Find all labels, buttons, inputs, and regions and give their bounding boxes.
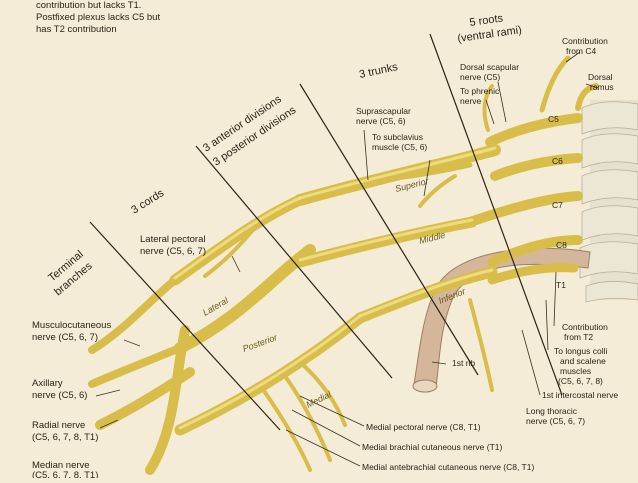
cord-label-posterior: Posterior — [241, 332, 279, 354]
label-subclavius-2: muscle (C5, 6) — [372, 142, 427, 152]
top-note: contribution but lacks T1. Postfixed ple… — [36, 0, 160, 35]
root-label-c6: C6 — [552, 156, 563, 166]
label-phrenic-2: nerve — [460, 96, 482, 106]
header-roots-2: (ventral rami) — [457, 24, 523, 45]
label-radial-1: Radial nerve — [32, 420, 85, 431]
label-median-1: Median nerve — [32, 460, 90, 471]
label-musculocutaneous-1: Musculocutaneous — [32, 320, 111, 331]
annotation-labels: Contribution from C4 Dorsal ramus Dorsal… — [32, 36, 618, 481]
top-note-line-3: has T2 contribution — [36, 24, 117, 35]
label-phrenic-1: To phrenic — [460, 86, 500, 96]
label-radial-2: (C5, 6, 7, 8, T1) — [32, 432, 98, 443]
header-trunks: 3 trunks — [358, 61, 399, 81]
label-suprascapular-1: Suprascapular — [356, 106, 411, 116]
label-longus-3: muscles — [560, 366, 591, 376]
vertebral-column — [579, 100, 638, 303]
label-c4-1: Contribution — [562, 36, 608, 46]
label-longus-4: (C5, 6, 7, 8) — [558, 376, 603, 386]
label-dorsal-ramus-2: ramus — [590, 82, 614, 92]
label-subclavius-1: To subclavius — [372, 132, 423, 142]
cord-label-medial: Medial — [304, 389, 333, 410]
label-median-2: (C5, 6, 7, 8, T1) — [32, 470, 98, 478]
label-longus-2: and scalene — [560, 356, 606, 366]
header-cords: 3 cords — [129, 187, 166, 217]
label-long-thoracic-1: Long thoracic — [526, 406, 578, 416]
label-medial-antebrachial: Medial antebrachial cutaneous nerve (C8,… — [362, 462, 534, 472]
root-label-c8: C8 — [556, 240, 567, 250]
label-lateral-pectoral-1: Lateral pectoral — [140, 234, 205, 245]
label-c4-2: from C4 — [566, 46, 597, 56]
nerve-paths — [88, 55, 599, 475]
label-dorsal-scapular-2: nerve (C5) — [460, 72, 500, 82]
label-first-rib: 1st rib — [452, 358, 475, 368]
label-medial-brachial: Medial brachial cutaneous nerve (T1) — [362, 442, 502, 452]
label-t2-2: from T2 — [564, 332, 593, 342]
header-roots-1: 5 roots — [469, 12, 504, 29]
root-labels: C5 C6 C7 C8 T1 — [548, 114, 567, 290]
label-long-thoracic-2: nerve (C5, 6, 7) — [526, 416, 585, 426]
label-medial-pectoral: Medial pectoral nerve (C8, T1) — [366, 422, 481, 432]
label-suprascapular-2: nerve (C5, 6) — [356, 116, 406, 126]
top-note-line-1: contribution but lacks T1. — [36, 0, 141, 11]
root-label-c5: C5 — [548, 114, 559, 124]
root-label-c7: C7 — [552, 200, 563, 210]
region-divider-lines — [89, 33, 563, 431]
label-longus-1: To longus colli — [554, 346, 608, 356]
label-axillary-1: Axillary — [32, 378, 63, 389]
top-note-line-2: Postfixed plexus lacks C5 but — [36, 12, 160, 23]
label-dorsal-ramus-1: Dorsal — [588, 72, 613, 82]
label-t2-1: Contribution — [562, 322, 608, 332]
label-axillary-2: nerve (C5, 6) — [32, 390, 87, 401]
label-dorsal-scapular-1: Dorsal scapular — [460, 62, 519, 72]
label-intercostal: 1st intercostal nerve — [542, 390, 618, 400]
leader-lines — [95, 51, 599, 467]
label-musculocutaneous-2: nerve (C5, 6, 7) — [32, 332, 98, 343]
label-lateral-pectoral-2: nerve (C5, 6, 7) — [140, 246, 206, 257]
root-label-t1: T1 — [556, 280, 566, 290]
